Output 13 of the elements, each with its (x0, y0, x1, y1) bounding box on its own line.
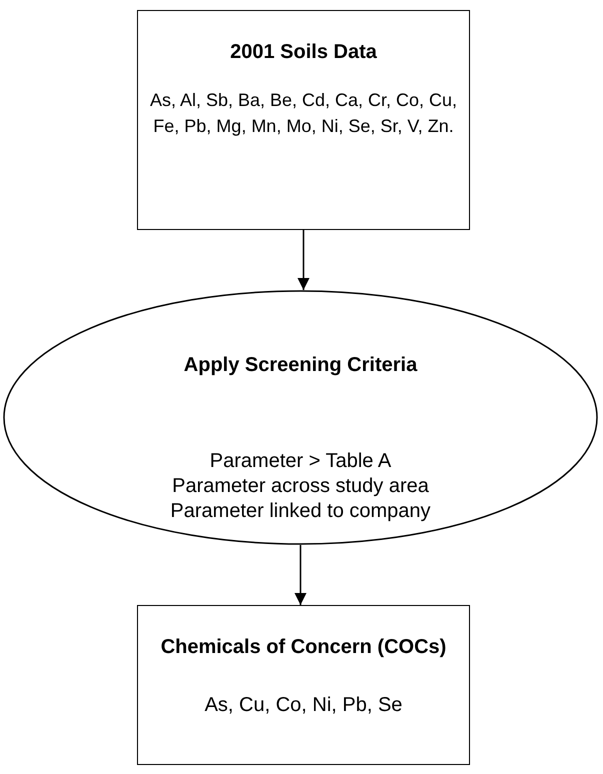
arrow (298, 230, 310, 290)
node-text: As, Cu, Co, Ni, Pb, Se (204, 693, 402, 718)
process-box (137, 10, 470, 230)
node-text: Parameter > Table A (210, 449, 392, 474)
node-text: As, Al, Sb, Ba, Be, Cd, Ca, Cr, Co, Cu, Fe, Pb, Mg, Mn, Mo, Ni, Se, Sr, V, Zn. (148, 89, 458, 138)
node-heading: Apply Screening Criteria (184, 353, 418, 378)
arrow (294, 545, 306, 605)
node-text: Parameter linked to company (170, 499, 431, 524)
process-ellipse (3, 290, 598, 545)
node-heading: Chemicals of Concern (COCs) (160, 635, 446, 660)
process-box (137, 605, 470, 765)
node-text: Parameter across study area (172, 474, 429, 499)
node-heading: 2001 Soils Data (230, 40, 377, 65)
